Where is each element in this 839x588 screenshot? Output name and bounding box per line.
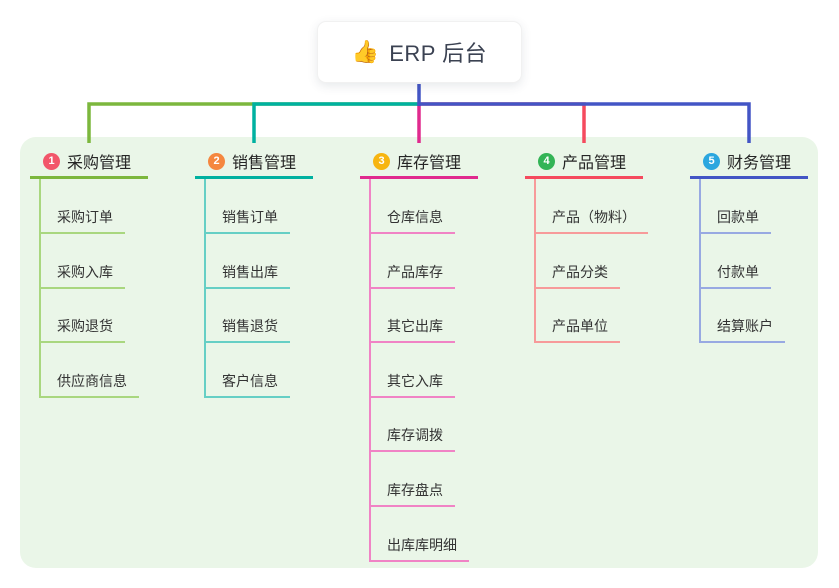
branch-1-leaf-node[interactable]: 采购入库 bbox=[40, 261, 125, 289]
branch-2-title-node[interactable]: 2 销售管理 bbox=[195, 146, 313, 179]
branch-2-number-badge: 2 bbox=[208, 152, 225, 170]
branch-2-leaf-node[interactable]: 销售退货 bbox=[205, 315, 290, 343]
branch-5-title-label: 财务管理 bbox=[727, 154, 792, 172]
branch-1-leaf-node[interactable]: 供应商信息 bbox=[40, 370, 139, 398]
branch-1-number-badge: 1 bbox=[43, 152, 60, 170]
branch-3-number-badge: 3 bbox=[373, 152, 390, 170]
branch-5-number-badge: 5 bbox=[703, 152, 720, 170]
branch-3-leaf-node[interactable]: 库存调拨 bbox=[370, 424, 455, 452]
branch-3-leaf-node[interactable]: 其它入库 bbox=[370, 370, 455, 398]
branch-1-leaf-node[interactable]: 采购退货 bbox=[40, 315, 125, 343]
branch-4-leaf-node[interactable]: 产品分类 bbox=[535, 261, 620, 289]
thumbs-up-icon: 👍 bbox=[351, 39, 380, 64]
branch-3-leaf-node[interactable]: 库存盘点 bbox=[370, 479, 455, 507]
branch-4-leaf-node[interactable]: 产品单位 bbox=[535, 315, 620, 343]
branch-4-number-badge: 4 bbox=[538, 152, 555, 170]
branch-3-leaf-node[interactable]: 仓库信息 bbox=[370, 206, 455, 234]
branch-5-leaf-node[interactable]: 回款单 bbox=[700, 206, 771, 234]
branch-5-leaf-node[interactable]: 结算账户 bbox=[700, 315, 785, 343]
branch-2-leaf-node[interactable]: 销售订单 bbox=[205, 206, 290, 234]
branch-1-title-label: 采购管理 bbox=[67, 154, 132, 172]
branch-child-connector-line bbox=[534, 179, 536, 343]
branches-panel-background bbox=[20, 137, 818, 568]
branch-2-title-label: 销售管理 bbox=[232, 154, 297, 172]
branch-3-title-node[interactable]: 3 库存管理 bbox=[360, 146, 478, 179]
root-node[interactable]: 👍 ERP 后台 bbox=[317, 21, 522, 83]
branch-1-leaf-node[interactable]: 采购订单 bbox=[40, 206, 125, 234]
branch-2-leaf-node[interactable]: 客户信息 bbox=[205, 370, 290, 398]
branch-3-title-label: 库存管理 bbox=[397, 154, 462, 172]
root-node-label: ERP 后台 bbox=[389, 41, 488, 66]
branch-3-leaf-node[interactable]: 产品库存 bbox=[370, 261, 455, 289]
branch-3-leaf-node[interactable]: 出库库明细 bbox=[370, 534, 469, 562]
branch-4-title-node[interactable]: 4 产品管理 bbox=[525, 146, 643, 179]
branch-3-leaf-node[interactable]: 其它出库 bbox=[370, 315, 455, 343]
branch-child-connector-line bbox=[369, 179, 371, 562]
branch-1-title-node[interactable]: 1 采购管理 bbox=[30, 146, 148, 179]
branch-child-connector-line bbox=[699, 179, 701, 343]
branch-4-leaf-node[interactable]: 产品（物料） bbox=[535, 206, 648, 234]
branch-5-title-node[interactable]: 5 财务管理 bbox=[690, 146, 808, 179]
branch-5-leaf-node[interactable]: 付款单 bbox=[700, 261, 771, 289]
branch-4-title-label: 产品管理 bbox=[562, 154, 627, 172]
branch-2-leaf-node[interactable]: 销售出库 bbox=[205, 261, 290, 289]
